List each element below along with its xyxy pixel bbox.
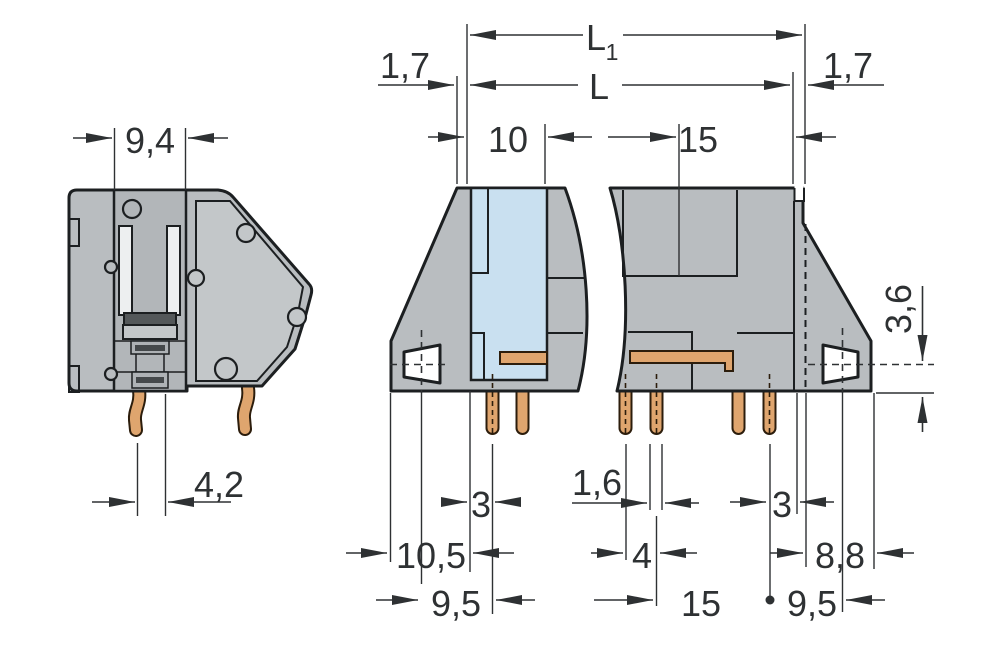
dim-4-label: 4 <box>632 535 652 576</box>
clamp-symbol-right <box>821 343 860 385</box>
dim-1-6-label: 1,6 <box>572 462 622 503</box>
dim-4-2-label: 4,2 <box>194 464 244 505</box>
dim-L1-label: L <box>586 17 606 58</box>
solder-pin <box>129 385 145 435</box>
dim-15-top-label: 15 <box>678 119 718 160</box>
dim-1-7-right-label: 1,7 <box>823 45 873 86</box>
dimension-lines <box>73 30 928 605</box>
dim-L-label: L <box>589 66 609 107</box>
conductor-bar <box>499 351 548 365</box>
end-plate-groove <box>794 186 804 201</box>
edge-boss <box>103 366 119 382</box>
spring-slot-left <box>118 225 133 316</box>
dim-10-5-label: 10,5 <box>396 535 466 576</box>
spring-slot-right <box>166 225 181 316</box>
dim-3-right-label: 3 <box>772 484 792 525</box>
edge-boss <box>103 259 119 275</box>
dim-10-label: 10 <box>488 119 528 160</box>
busbar-side <box>123 312 177 326</box>
side-view-pins <box>127 381 256 437</box>
dim-L1-subscript: 1 <box>606 39 619 65</box>
dim-8-8-label: 8,8 <box>815 535 865 576</box>
conductor-bar <box>629 350 734 372</box>
dim-15-bottom-label: 15 <box>681 583 721 624</box>
dim-9-5-right-label: 9,5 <box>787 583 837 624</box>
extension-lines <box>113 24 934 614</box>
busbar-seat <box>122 324 178 340</box>
hidden-pin-centerlines <box>491 374 771 433</box>
dim-3-6-label: 3,6 <box>878 284 919 334</box>
front-view <box>389 186 934 435</box>
boss-hole <box>186 268 206 288</box>
latch-slot <box>68 365 80 393</box>
latch-slot <box>68 218 80 247</box>
internal-edges <box>471 186 807 390</box>
clamp-symbol-left <box>402 343 442 385</box>
solder-pin <box>238 383 254 434</box>
dim-9-5-left-label: 9,5 <box>431 583 481 624</box>
solder-strip-upper <box>135 345 165 351</box>
boss-hole <box>286 306 308 328</box>
boss-hole <box>213 356 239 382</box>
dim-3-left-label: 3 <box>471 484 491 525</box>
solder-strip-lower <box>136 377 164 383</box>
dim-9-4-label: 9,4 <box>125 120 175 161</box>
front-view-pins <box>485 381 777 435</box>
side-view <box>67 188 314 437</box>
dimension-dot-terminator <box>765 595 775 605</box>
boss-hole <box>235 222 257 244</box>
boss-hole <box>121 198 143 220</box>
dim-1-7-left-label: 1,7 <box>380 45 430 86</box>
dimensions: 9,4 4,2 1,7 L 1 L 1,7 10 15 3,6 3 1,6 3 … <box>73 17 934 624</box>
side-plate <box>195 200 305 382</box>
